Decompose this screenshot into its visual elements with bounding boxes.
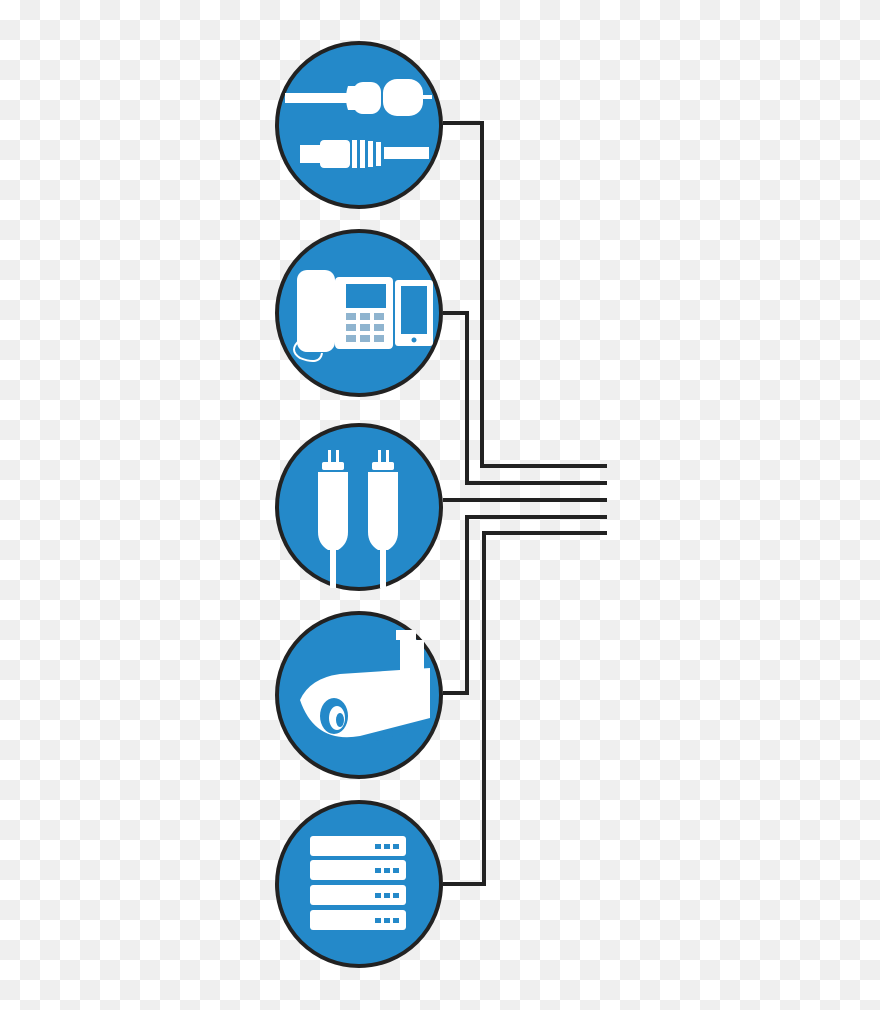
connector-lines	[443, 121, 607, 886]
node-circle	[275, 800, 443, 968]
node-phones	[275, 229, 443, 397]
rca-audio-cables-icon	[318, 450, 398, 588]
node-camera	[275, 611, 443, 779]
connector-line-2	[443, 311, 607, 485]
node-rca-cables	[275, 423, 443, 591]
cable-connectors-icon	[285, 79, 432, 168]
server-rack-icon	[310, 836, 406, 930]
node-circle	[275, 41, 443, 209]
connector-line-5	[443, 531, 607, 886]
connector-line-1	[443, 121, 607, 468]
node-cables	[275, 41, 443, 209]
connector-line-4	[443, 515, 607, 695]
node-server	[275, 800, 443, 968]
node-circle	[275, 423, 443, 591]
